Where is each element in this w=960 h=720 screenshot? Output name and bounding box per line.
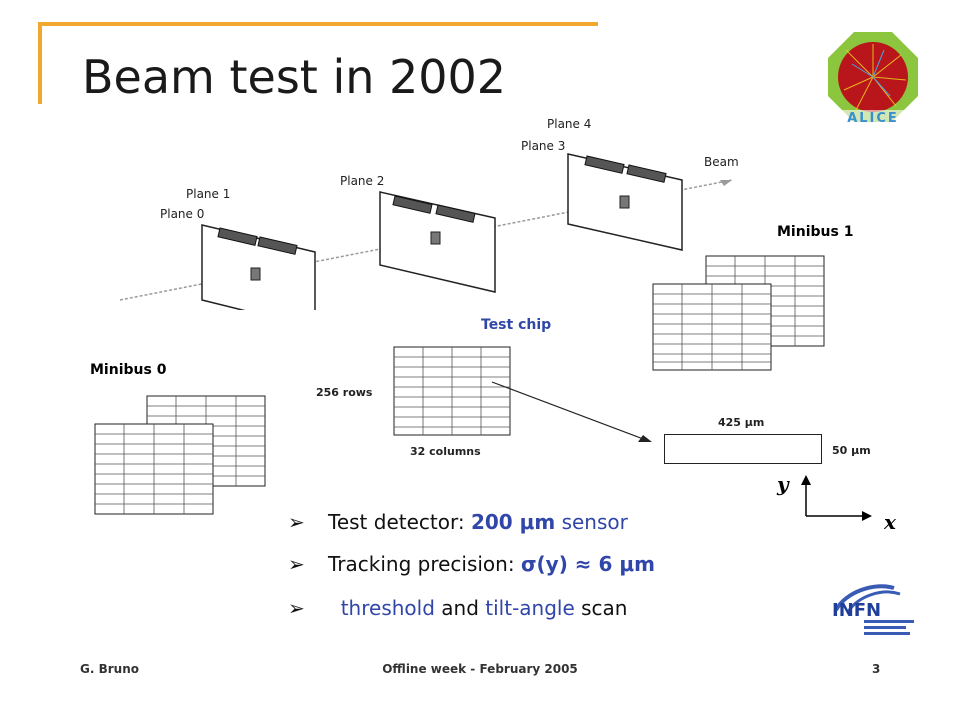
bullet-value: 200 μm bbox=[470, 510, 556, 534]
plane-2-label: Plane 2 bbox=[340, 174, 385, 188]
bullet-threshold: threshold bbox=[340, 596, 435, 620]
beam-label: Beam bbox=[704, 155, 739, 169]
minibus-0-label: Minibus 0 bbox=[90, 362, 167, 378]
alice-logo: ALICE bbox=[828, 32, 918, 126]
plane-4-label: Plane 4 bbox=[547, 117, 592, 131]
bullet-text: Tracking precision: bbox=[328, 552, 521, 576]
title-accent-bar bbox=[38, 22, 598, 26]
axis-x-label: x bbox=[884, 510, 896, 534]
pixel-height-label: 50 μm bbox=[832, 444, 871, 457]
infn-logo-text: INFN bbox=[832, 600, 881, 621]
plane-0-1-frame bbox=[201, 224, 316, 310]
bullet-value: σ(y) ≈ 6 μm bbox=[520, 552, 655, 576]
beam-setup-diagram bbox=[119, 153, 733, 310]
test-chip-label: Test chip bbox=[481, 317, 552, 333]
bullet-tracking-precision: ➢ Tracking precision: σ(y) ≈ 6 μm bbox=[288, 552, 655, 576]
bullet-text: Test detector: bbox=[328, 510, 471, 534]
minibus-0-grid bbox=[94, 395, 266, 515]
rows-label: 256 rows bbox=[316, 386, 373, 399]
bullet-scan: ➢ threshold and tilt-angle scan bbox=[288, 596, 628, 620]
bullet-arrow-icon: ➢ bbox=[288, 596, 305, 620]
pixel-width-label: 425 μm bbox=[718, 416, 765, 429]
axis-y-label: y bbox=[777, 472, 789, 496]
bullet-text: scan bbox=[574, 596, 628, 620]
coordinate-axes bbox=[801, 475, 872, 521]
bullet-arrow-icon: ➢ bbox=[288, 510, 305, 534]
plane-2-frame bbox=[379, 191, 496, 293]
pixel-zoom-arrow bbox=[491, 381, 652, 442]
footer-author: G. Bruno bbox=[80, 662, 139, 676]
bullet-tilt-angle: tilt-angle bbox=[485, 596, 575, 620]
minibus-1-grid bbox=[652, 255, 825, 371]
plane-3-label: Plane 3 bbox=[521, 139, 566, 153]
infn-logo: INFN bbox=[832, 584, 914, 635]
bullet-arrow-icon: ➢ bbox=[288, 552, 305, 576]
bullet-test-detector: ➢ Test detector: 200 μm sensor bbox=[288, 510, 628, 534]
test-chip-grid bbox=[393, 346, 511, 436]
plane-0-label: Plane 0 bbox=[160, 207, 205, 221]
footer-event: Offline week - February 2005 bbox=[382, 662, 578, 676]
plane-3-4-frame bbox=[567, 153, 683, 251]
beam-arrow-head bbox=[720, 180, 732, 186]
bullet-text: and bbox=[434, 596, 486, 620]
footer-page-number: 3 bbox=[872, 662, 881, 676]
slide-title: Beam test in 2002 bbox=[82, 50, 507, 104]
single-pixel-box bbox=[664, 434, 822, 464]
plane-1-label: Plane 1 bbox=[186, 187, 231, 201]
bullet-suffix: sensor bbox=[555, 510, 628, 534]
alice-logo-text: ALICE bbox=[847, 111, 899, 126]
title-accent-side-bar bbox=[38, 22, 42, 104]
minibus-1-label: Minibus 1 bbox=[777, 224, 854, 240]
columns-label: 32 columns bbox=[410, 445, 481, 458]
